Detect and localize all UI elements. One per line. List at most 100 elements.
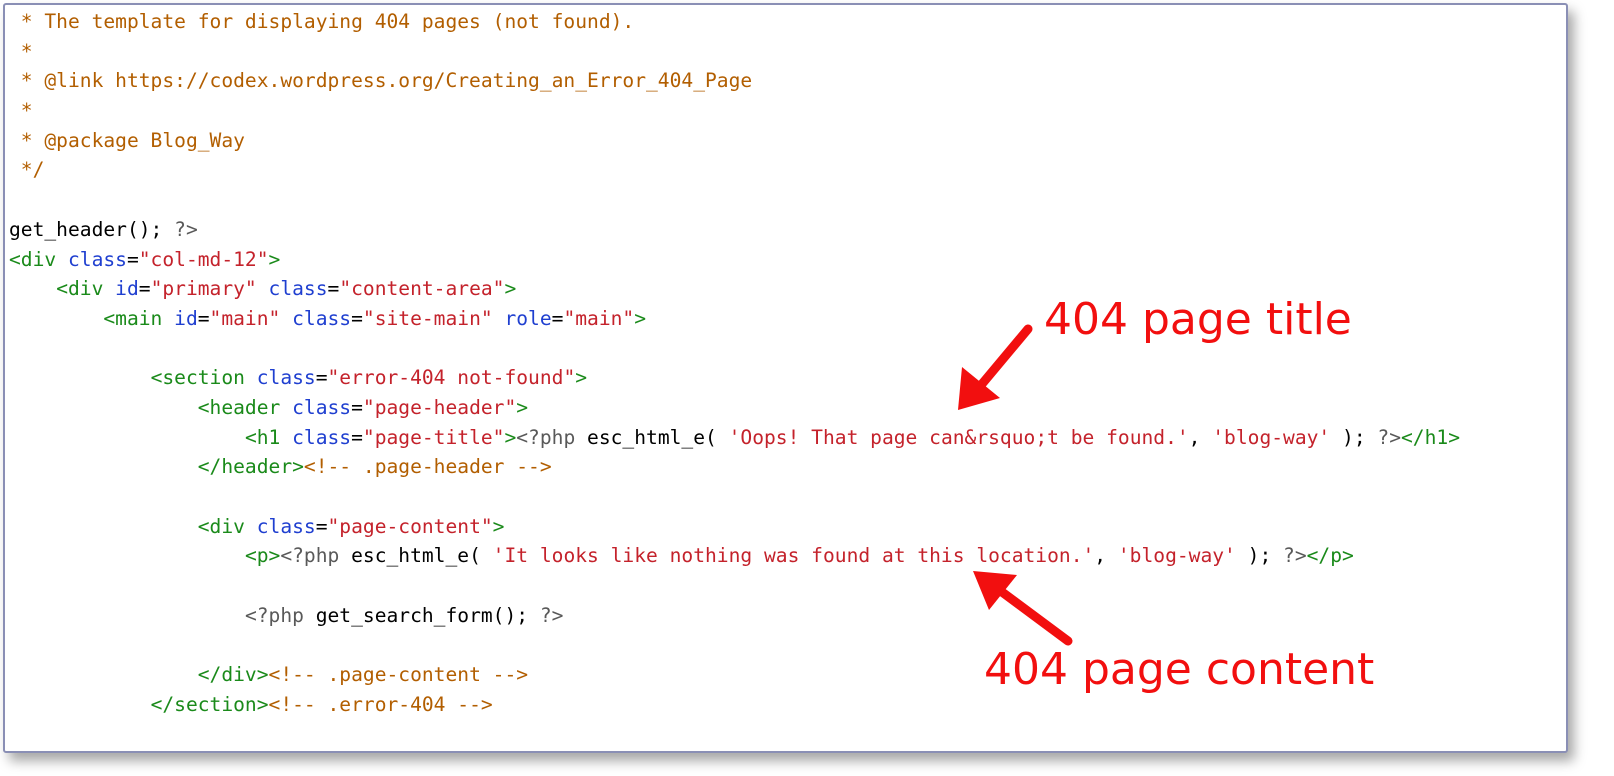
code-token: "main" (563, 306, 635, 330)
code-token: <?php (280, 544, 352, 568)
code-token: <!-- .error-404 --> (268, 692, 493, 716)
code-token: "error-404 not-found" (327, 366, 576, 390)
code-token: </h1> (1401, 425, 1460, 449)
code-token: "col-md-12" (138, 247, 269, 271)
code-token: , (1188, 425, 1213, 449)
code-token: id (115, 277, 139, 301)
code-token: class (256, 514, 316, 538)
code-token: ?> (1283, 544, 1307, 568)
code-token: get_search_form(); (315, 603, 540, 627)
code-token: = (327, 277, 340, 301)
code-line: * The template for displaying 404 pages … (9, 7, 1460, 37)
code-token: = (551, 306, 564, 330)
code-token: <h1 (244, 425, 293, 449)
code-token: <main (103, 306, 175, 330)
code-token: = (315, 514, 328, 538)
code-line: * @link https://codex.wordpress.org/Crea… (9, 66, 1460, 96)
code-token: <div (56, 277, 116, 301)
code-token: "page-title" (362, 425, 505, 449)
code-line: <div class="page-content"> (9, 512, 1460, 542)
code-token: </p> (1306, 544, 1354, 568)
code-token: > (268, 247, 281, 271)
code-token: role (504, 306, 552, 330)
code-token: = (138, 277, 151, 301)
code-token: * @package Blog_Way (9, 128, 245, 152)
code-token: </header> (197, 455, 304, 479)
code-token: class (67, 247, 127, 271)
code-token: </section> (150, 692, 269, 716)
code-token: class (256, 366, 316, 390)
code-token: <?php (244, 603, 316, 627)
code-token: <section (150, 366, 257, 390)
code-token: <div (9, 247, 68, 271)
code-token: > (504, 277, 517, 301)
code-token: = (197, 306, 210, 330)
arrow-to-page-content (973, 571, 1073, 646)
code-token: 'It looks like nothing was found at this… (492, 544, 1095, 568)
code-token: esc_html_e( (587, 425, 729, 449)
code-line: </div><!-- .page-content --> (9, 660, 1460, 690)
code-token: = (315, 366, 328, 390)
code-token: "content-area" (339, 277, 505, 301)
code-token: > (492, 514, 505, 538)
code-token: * (9, 99, 33, 123)
code-line: <header class="page-header"> (9, 393, 1460, 423)
code-line: <div id="primary" class="content-area"> (9, 274, 1460, 304)
code-token: class (268, 277, 328, 301)
code-line: </section><!-- .error-404 --> (9, 690, 1460, 720)
code-line: <h1 class="page-title"><?php esc_html_e(… (9, 423, 1460, 453)
code-token: class (292, 306, 352, 330)
code-token: > (516, 395, 529, 419)
code-token: class (292, 425, 352, 449)
code-token: ?> (1377, 425, 1402, 449)
code-line: <p><?php esc_html_e( 'It looks like noth… (9, 541, 1460, 571)
code-token: "page-content" (327, 514, 493, 538)
code-line: * @package Blog_Way (9, 126, 1460, 156)
code-line: </header><!-- .page-header --> (9, 452, 1460, 482)
code-token: ); (1330, 425, 1378, 449)
code-token: esc_html_e( (351, 544, 493, 568)
code-token: ); (1235, 544, 1284, 568)
code-line: <?php get_search_form(); ?> (9, 601, 1460, 631)
code-token: * (9, 39, 33, 63)
code-token: <div (197, 514, 257, 538)
code-token: class (292, 395, 352, 419)
code-token: = (126, 247, 139, 271)
code-token: "site-main" (362, 306, 493, 330)
code-token: = (351, 395, 363, 419)
code-line: <main id="main" class="site-main" role="… (9, 304, 1460, 334)
code-token: ?> (174, 217, 198, 241)
code-line: * (9, 96, 1460, 126)
code-screenshot-frame: * The template for displaying 404 pages … (3, 3, 1568, 753)
code-token: <?php (516, 425, 588, 449)
code-token: "page-header" (362, 395, 517, 419)
code-token: > (575, 366, 588, 390)
code-token: get_header(); (9, 217, 175, 241)
code-token: <!-- .page-content --> (268, 663, 529, 687)
code-token: id (174, 306, 198, 330)
annotation-title-label: 404 page title (1044, 294, 1352, 345)
code-line: * (9, 37, 1460, 67)
code-token: */ (9, 158, 45, 182)
code-token: ?> (539, 603, 564, 627)
code-token: 'Oops! That page can&rsquo;t be found.' (728, 425, 1189, 449)
code-token: <header (197, 395, 293, 419)
code-token: </div> (197, 663, 269, 687)
code-token: * The template for displaying 404 pages … (9, 10, 635, 33)
code-token: <p> (244, 544, 281, 568)
annotation-content-label: 404 page content (984, 644, 1375, 695)
code-token: 'blog-way' (1212, 425, 1331, 449)
code-token: = (351, 425, 363, 449)
code-token: * @link https://codex.wordpress.org/Crea… (9, 69, 753, 93)
code-line: <section class="error-404 not-found"> (9, 363, 1460, 393)
code-token: > (634, 306, 647, 330)
arrow-to-page-title (958, 324, 1033, 410)
code-token: "primary" (150, 277, 257, 301)
code-token: <!-- .page-header --> (303, 455, 552, 479)
code-token: , (1094, 544, 1118, 568)
code-token: 'blog-way' (1117, 544, 1236, 568)
code-token: > (504, 425, 517, 449)
code-line: */ (9, 155, 1460, 185)
code-block: * The template for displaying 404 pages … (9, 7, 1460, 720)
